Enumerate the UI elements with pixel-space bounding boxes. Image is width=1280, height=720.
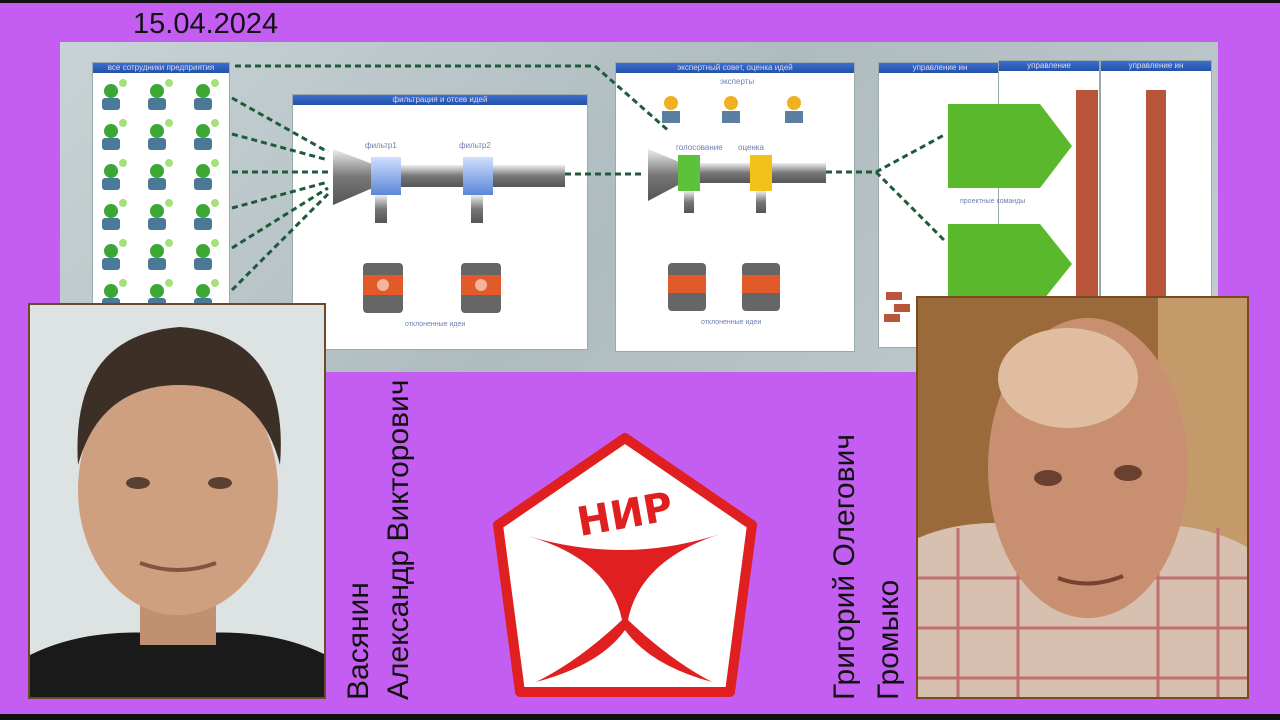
employee-icon [102,119,127,150]
voting-label: голосование [676,143,723,152]
rating-label: оценка [738,143,764,152]
mgmt2-title: управление [999,61,1099,71]
employee-icon [102,159,127,190]
filter-title: фильтрация и отсев идей [293,95,587,105]
employee-icon [148,79,173,110]
employees-title: все сотрудники предприятия [93,63,229,73]
team-icon [948,104,1072,188]
mgmt1-title: управление ин [879,63,1001,73]
filter2-label: фильтр2 [459,141,491,150]
trash-bin-icon [363,263,403,313]
employee-icon [194,159,219,190]
filter1-label: фильтр1 [365,141,397,150]
top-border [0,0,1280,3]
experts-label: эксперты [720,77,755,86]
nir-logo: НИР [493,433,757,697]
expert-panel: экспертный совет, оценка идей эксперты г… [615,62,855,352]
employee-icon [102,199,127,230]
employee-icon [194,79,219,110]
employee-icon [148,119,173,150]
expert-title: экспертный совет, оценка идей [616,63,854,73]
person-portrait [30,305,324,697]
employee-icon [194,199,219,230]
employee-icon [148,239,173,270]
date-label: 15.04.2024 [133,8,279,40]
star-icon [528,534,720,682]
filter-pipe-icon [333,149,565,313]
participant-photo-left [28,303,326,699]
participant-right-name: Григорий Олегович [828,434,861,700]
bottom-border [0,714,1280,720]
employee-icon [194,239,219,270]
participant-left-name: Александр Викторович [382,379,415,700]
rejected-label-1: отклоненные идеи [405,321,466,328]
rejected-label-2: отклоненные идеи [701,319,762,326]
employee-icon [102,239,127,270]
employee-icon [148,159,173,190]
employee-icon [148,199,173,230]
slide-diagram: все сотрудники предприятия фильтрация и … [60,42,1218,372]
trash-bin-icon [461,263,501,313]
employee-icon [194,119,219,150]
teams-label: проектные команды [960,198,1026,205]
employee-icon [102,79,127,110]
participant-left-surname: Васянин [342,582,375,700]
participant-right-surname: Громыко [872,579,905,700]
team-icon [948,224,1072,304]
mgmt3-title: управление ин [1101,61,1211,71]
person-portrait [918,298,1247,697]
participant-photo-right [916,296,1249,699]
expert-pipe-icon [648,96,826,311]
employees-panel: все сотрудники предприятия [92,62,230,310]
filter-panel: фильтрация и отсев идей фильтр1 фильтр2 … [292,94,588,350]
